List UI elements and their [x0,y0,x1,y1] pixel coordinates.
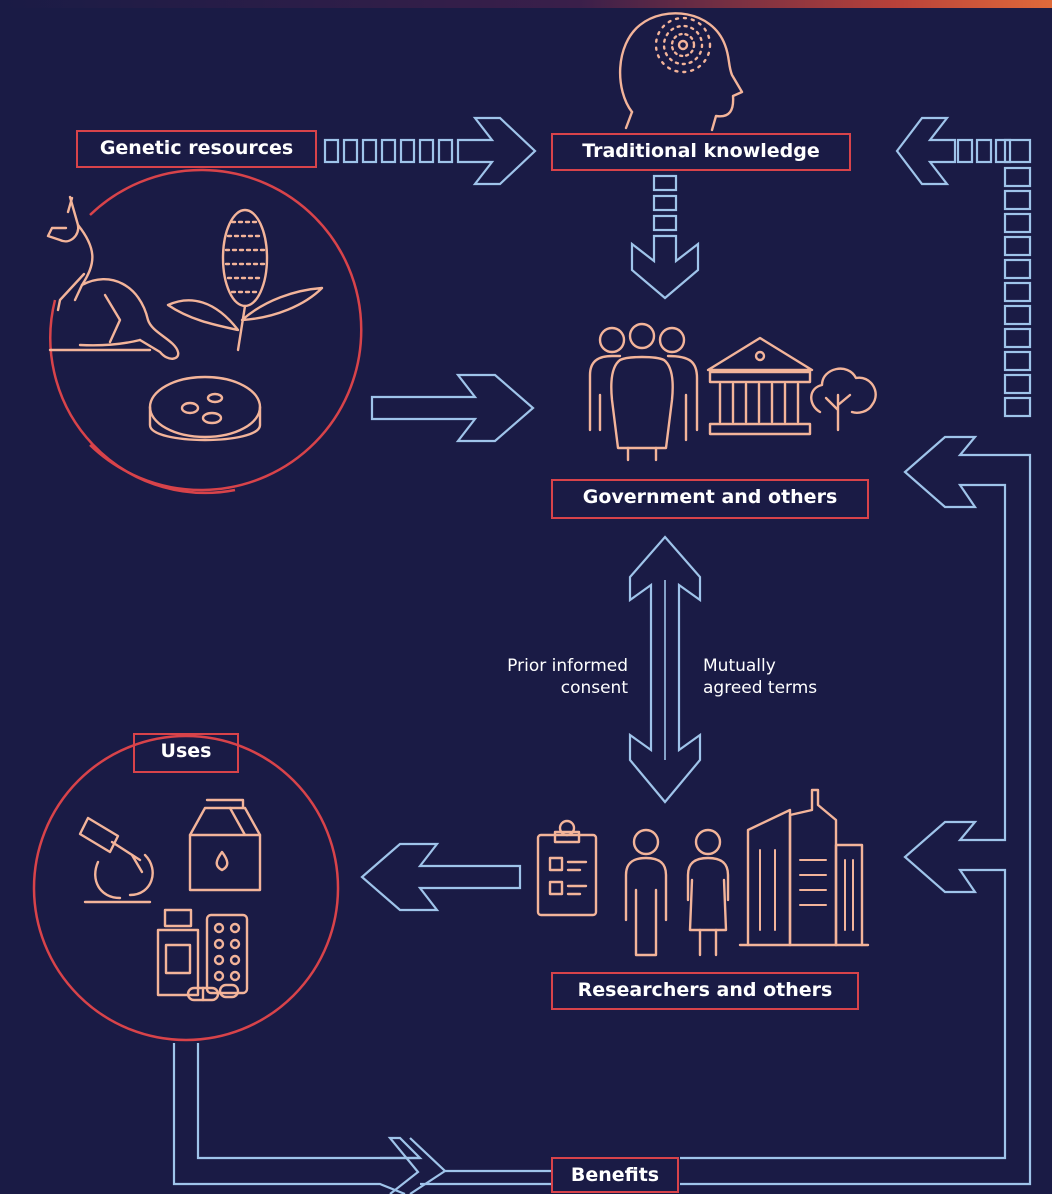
uses-circle [32,734,340,1042]
mutually-agreed-terms-caption: Mutually agreed terms [703,655,883,699]
microscope-icon [78,816,154,904]
mutual-caption-line2: agreed terms [703,678,818,698]
mutual-caption-line1: Mutually [703,656,776,676]
city-buildings-icon [738,788,870,947]
medicine-bottle-icon [156,908,200,997]
people-group-icon [588,322,699,462]
double-arrow-government-researchers [628,535,702,804]
traditional-knowledge-label: Traditional knowledge [551,133,851,171]
prior-caption-line1: Prior informed [507,656,628,676]
resources-circle [89,168,363,492]
benefits-loop-inner [196,1043,420,1160]
arrow-researchers-to-uses [360,842,522,912]
government-label: Government and others [551,479,869,519]
uses-label: Uses [133,733,239,773]
prior-informed-consent-caption: Prior informed consent [460,655,628,699]
petri-dish-icon [148,375,262,442]
dashed-arrow-genetic-to-traditional [323,116,537,186]
head-icon [618,12,744,132]
clipboard-icon [536,819,598,917]
milk-carton-icon [188,798,262,892]
dashed-arrow-right-to-traditional [895,116,1032,418]
arrow-resources-to-government [370,373,535,443]
researchers-label: Researchers and others [551,972,859,1010]
header-gradient-band [0,0,1052,8]
tree-icon [810,367,877,432]
benefits-arrow-head [380,1136,423,1194]
kangaroo-icon [46,195,180,360]
researcher-pair-icon [624,828,730,957]
government-building-icon [706,336,814,436]
genetic-resources-label: Genetic resources [76,130,317,168]
benefits-label: Benefits [551,1157,679,1193]
banksia-flower-icon [166,208,324,352]
dashed-arrow-traditional-to-government [630,174,700,300]
benefits-loop-outer [172,1043,406,1194]
prior-caption-line2: consent [560,678,628,698]
benefits-loop-right [680,435,1032,1186]
pill-pack-icon [186,913,249,1002]
